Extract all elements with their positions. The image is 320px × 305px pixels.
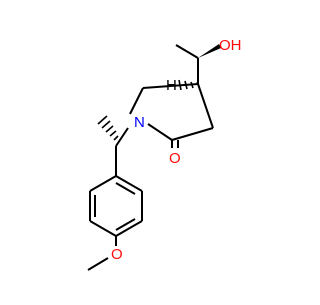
atom-label-hydroxyl: OH	[219, 37, 242, 54]
atom-label-ring-nitrogen: N	[134, 114, 145, 131]
bond-wedge-choh-oh	[198, 44, 221, 58]
molecule-drawing: OH H N O O	[87, 37, 242, 271]
atom-label-carbonyl-oxygen: O	[169, 150, 181, 167]
atom-label-ether-oxygen: O	[111, 246, 123, 263]
bond-n-c2	[147, 123, 173, 141]
bond-c4-c5	[142, 83, 199, 89]
structure-canvas: OH H N O O	[87, 37, 242, 271]
bond-c5-n	[129, 87, 144, 115]
bond-c2-c3	[171, 127, 214, 141]
bond-methyl-choh	[175, 44, 199, 59]
bond-c3-c4	[197, 83, 214, 129]
bond-n-ch	[115, 127, 129, 147]
bond-o-methyl	[87, 257, 109, 271]
benzene-ring	[89, 175, 143, 237]
bond-hash-ch-methyl	[97, 115, 119, 141]
atom-label-stereo-hydrogen: H	[166, 77, 177, 94]
